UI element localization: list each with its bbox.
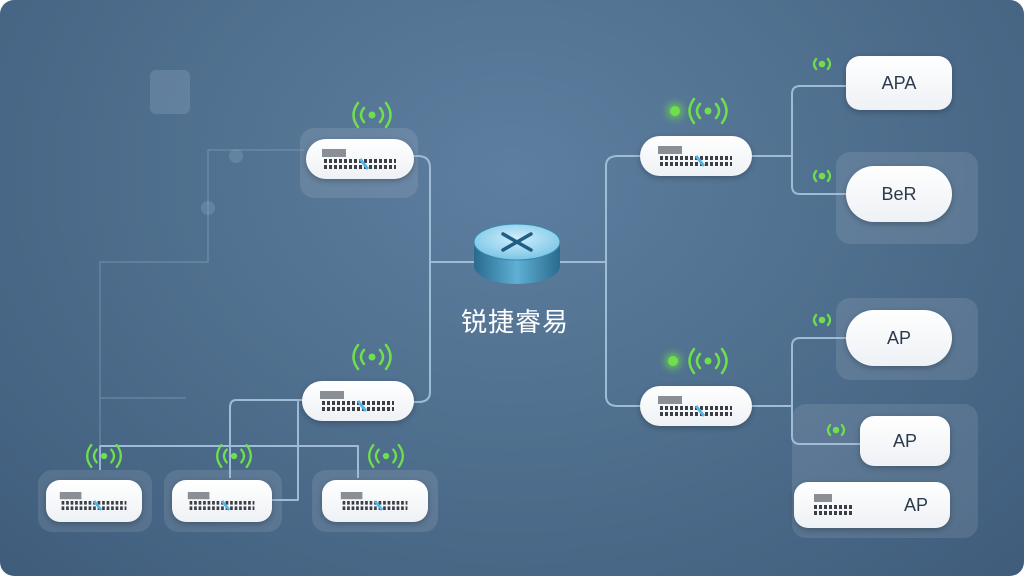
switch-ports-icon — [59, 492, 127, 511]
link-switch-ap-2 — [752, 405, 860, 445]
switch-ports-icon — [322, 149, 396, 170]
ap-device-icon — [814, 494, 854, 515]
switch-bottom-right[interactable] — [640, 386, 752, 426]
link-switch-ap-ber — [752, 155, 846, 195]
wifi-signal-icon — [86, 443, 122, 469]
ap-label: AP — [904, 494, 929, 515]
wifi-signal-icon — [826, 423, 846, 437]
router-label: 锐捷睿易 — [460, 307, 569, 337]
link-bus-switch-3 — [230, 445, 359, 478]
link-router-switch-bottom-right — [560, 261, 640, 407]
switch-top-right[interactable] — [640, 136, 752, 176]
ap-label: AP — [892, 430, 917, 451]
faded-junction-2 — [201, 201, 215, 215]
switch-top-left[interactable] — [306, 139, 414, 179]
router-icon[interactable] — [470, 218, 564, 290]
link-faded-background — [99, 149, 304, 470]
switch-ports-icon — [187, 492, 255, 511]
faded-device — [150, 70, 190, 114]
ap-label: APA — [881, 72, 917, 93]
switch-ports-icon — [340, 492, 408, 511]
ap-3[interactable]: AP — [794, 482, 950, 528]
wifi-signal-icon — [812, 169, 832, 183]
switch-ports-icon — [658, 396, 732, 417]
link-switch-ap-apa — [752, 85, 846, 157]
ap-label: BeR — [881, 183, 917, 204]
switch-bottom-3[interactable] — [322, 480, 428, 522]
wifi-signal-icon — [688, 347, 728, 375]
ap-2[interactable]: AP — [860, 416, 950, 466]
switch-ports-icon — [658, 146, 732, 167]
wifi-signal-icon — [352, 101, 392, 129]
status-led — [670, 106, 680, 116]
faded-junction-1 — [229, 149, 243, 163]
link-vertical-trunk — [272, 400, 299, 501]
switch-ports-icon — [320, 391, 394, 412]
wifi-signal-icon — [812, 313, 832, 327]
wifi-signal-icon — [688, 97, 728, 125]
link-router-switch-mid-left — [412, 261, 474, 403]
wifi-signal-icon — [352, 343, 392, 371]
ap-label: AP — [886, 327, 911, 348]
link-router-switch-top-left — [412, 155, 474, 263]
switch-bottom-1[interactable] — [46, 480, 142, 522]
ap-1[interactable]: AP — [846, 310, 952, 366]
link-router-switch-top-right — [560, 155, 640, 263]
link-switch-ap-1 — [752, 337, 846, 407]
link-switch-bottom-bus — [99, 399, 304, 470]
wifi-signal-icon — [216, 443, 252, 469]
status-led — [668, 356, 678, 366]
switch-mid-left[interactable] — [302, 381, 414, 421]
ap-ber[interactable]: BeR — [846, 166, 952, 222]
wifi-signal-icon — [368, 443, 404, 469]
ap-apa[interactable]: APA — [846, 56, 952, 110]
switch-bottom-2[interactable] — [172, 480, 272, 522]
wifi-signal-icon — [812, 57, 832, 71]
